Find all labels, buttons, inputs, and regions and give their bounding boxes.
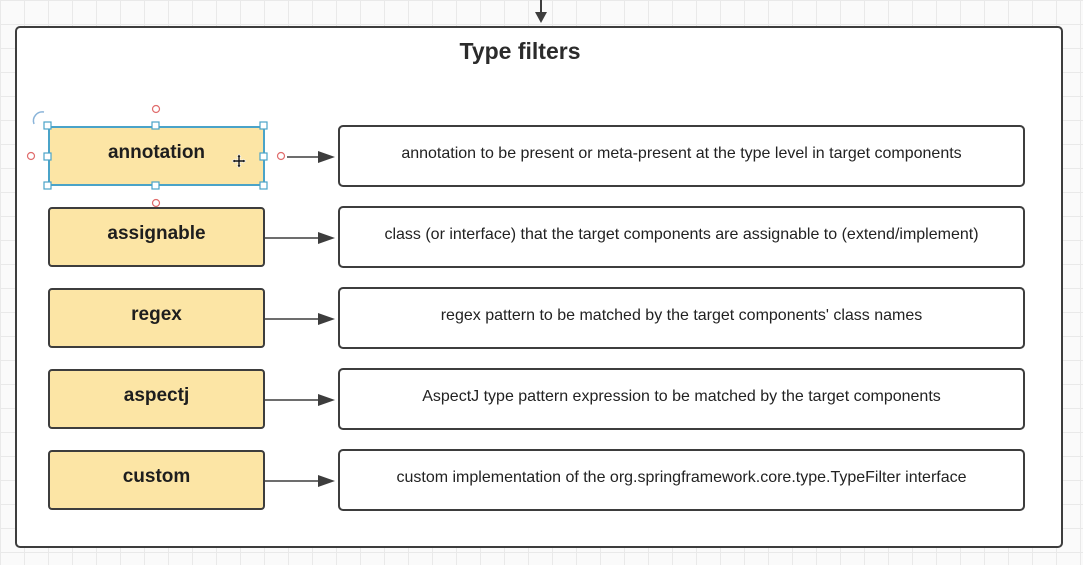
filter-box-regex[interactable]: regex: [48, 288, 265, 348]
description-text: AspectJ type pattern expression to be ma…: [422, 388, 941, 405]
description-text: custom implementation of the org.springf…: [396, 469, 967, 486]
filter-box-custom[interactable]: custom: [48, 450, 265, 510]
description-box-custom[interactable]: custom implementation of the org.springf…: [338, 449, 1025, 511]
connector-arrow-regex: [265, 313, 335, 325]
filter-label: regex: [131, 304, 182, 325]
filter-label: aspectj: [123, 385, 190, 406]
connector-arrow-custom: [265, 475, 335, 487]
description-box-regex[interactable]: regex pattern to be matched by the targe…: [338, 287, 1025, 349]
description-box-aspectj[interactable]: AspectJ type pattern expression to be ma…: [338, 368, 1025, 430]
filter-label: assignable: [107, 223, 206, 244]
incoming-arrow: [535, 0, 547, 23]
description-box-annotation[interactable]: annotation to be present or meta-present…: [338, 125, 1025, 187]
description-box-assignable[interactable]: class (or interface) that the target com…: [338, 206, 1025, 268]
connector-arrow-aspectj: [265, 394, 335, 406]
description-text: annotation to be present or meta-present…: [401, 145, 962, 162]
filter-label: custom: [122, 466, 191, 487]
connector-arrow-assignable: [265, 232, 335, 244]
description-text: regex pattern to be matched by the targe…: [440, 307, 923, 324]
diagram-title: Type filters: [459, 38, 581, 64]
connector-arrow-annotation: [287, 151, 335, 163]
filter-box-aspectj[interactable]: aspectj: [48, 369, 265, 429]
filter-box-assignable[interactable]: assignable: [48, 207, 265, 267]
filter-label: annotation: [107, 142, 206, 163]
description-text: class (or interface) that the target com…: [384, 226, 979, 243]
move-cursor-icon: [231, 153, 247, 169]
